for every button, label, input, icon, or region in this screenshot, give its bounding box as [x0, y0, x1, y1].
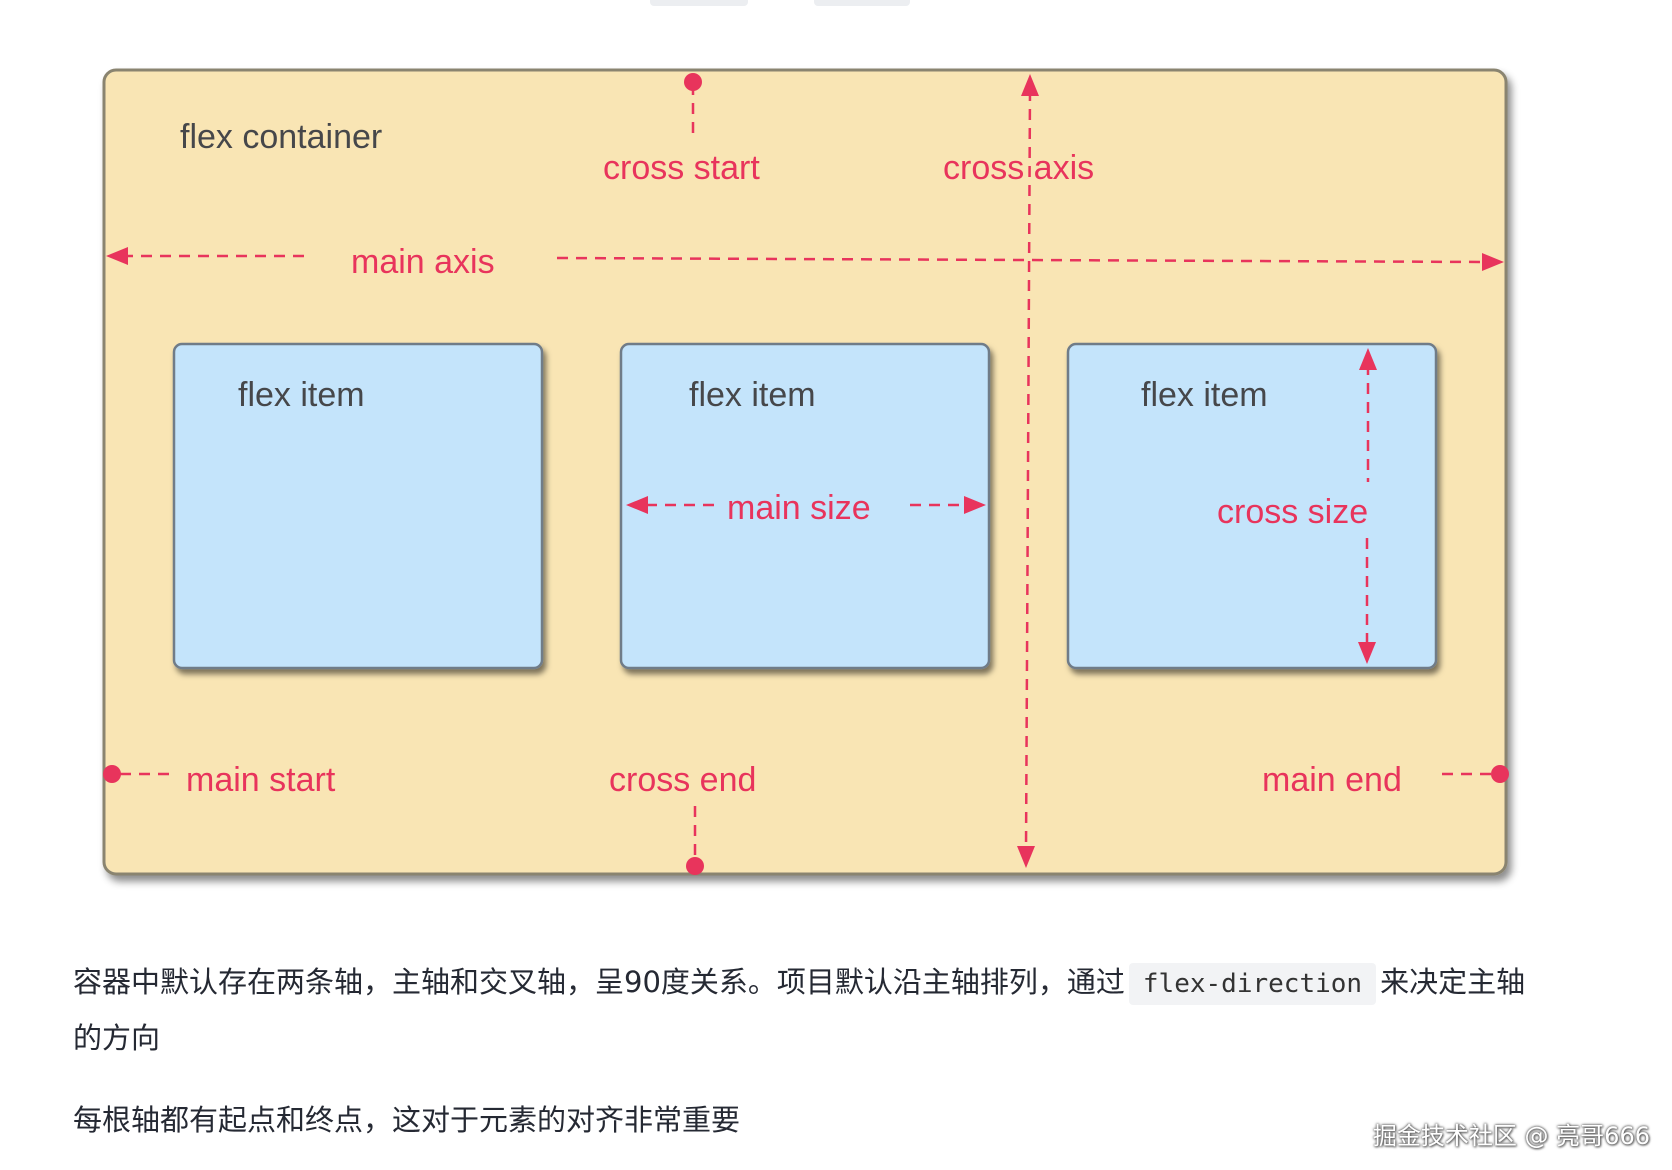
cross-axis-label: cross axis: [943, 149, 1094, 187]
main-size-arrow-left: [626, 496, 648, 514]
cross-size-arrow-up: [1359, 348, 1377, 370]
paragraph1-text-after: 来决定主轴的方向: [73, 965, 1526, 1055]
cross-axis-arrow-down: [1017, 846, 1035, 868]
flex-item-label-2: flex item: [689, 376, 816, 414]
main-end-label: main end: [1262, 761, 1402, 799]
main-axis-line-right: [556, 256, 1486, 264]
paragraph-axis-endpoints: 每根轴都有起点和终点，这对于元素的对齐非常重要: [73, 1103, 741, 1137]
main-axis-arrow-left: [106, 247, 128, 265]
flex-direction-code: flex-direction: [1128, 963, 1377, 1005]
cross-size-label: cross size: [1217, 493, 1368, 531]
main-end-dot: [1491, 765, 1509, 783]
flex-item-label-3: flex item: [1141, 376, 1268, 414]
cross-axis-arrow-up: [1021, 74, 1039, 96]
main-start-label: main start: [186, 761, 336, 799]
flex-item-box-2: [619, 342, 991, 670]
cross-end-dot: [686, 857, 704, 875]
main-axis-arrow-right: [1482, 253, 1504, 271]
cross-start-label: cross start: [603, 149, 760, 187]
cross-start-dot: [684, 73, 702, 91]
main-axis-label: main axis: [351, 243, 495, 281]
main-start-dot: [103, 765, 121, 783]
flex-container-label: flex container: [180, 118, 382, 156]
paragraph1-text-before: 容器中默认存在两条轴，主轴和交叉轴，呈90度关系。项目默认沿主轴排列，通过: [73, 965, 1125, 999]
flex-item-box-1: [172, 342, 544, 670]
flex-item-label-1: flex item: [238, 376, 365, 414]
cross-axis-line: [1024, 89, 1032, 851]
tab-stub-left: [650, 0, 748, 6]
cross-end-label: cross end: [609, 761, 756, 799]
main-size-label: main size: [727, 489, 871, 527]
watermark: 掘金技术社区 @ 亮哥666: [1372, 1122, 1650, 1150]
cross-size-arrow-down: [1358, 642, 1376, 664]
main-size-arrow-right: [964, 496, 986, 514]
tab-stub-right: [814, 0, 910, 6]
flexbox-diagram: flex container flex item flex item flex …: [102, 68, 1509, 876]
flex-item-box-3: [1066, 342, 1438, 670]
